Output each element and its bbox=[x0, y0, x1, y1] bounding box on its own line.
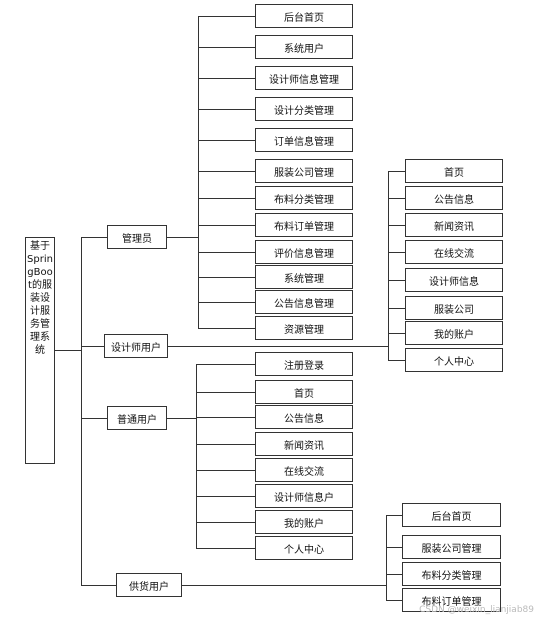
admin-item: 评价信息管理 bbox=[255, 240, 353, 264]
connector bbox=[388, 171, 405, 172]
user-item: 个人中心 bbox=[255, 536, 353, 560]
designer-item: 在线交流 bbox=[405, 240, 503, 264]
watermark: CSDN @weixin_lianjiab89 bbox=[419, 605, 534, 615]
connector bbox=[167, 418, 196, 419]
admin-item: 公告信息管理 bbox=[255, 290, 353, 314]
connector bbox=[386, 515, 402, 516]
admin-item: 系统用户 bbox=[255, 35, 353, 59]
supplier-item: 布料分类管理 bbox=[402, 562, 501, 586]
connector bbox=[386, 574, 402, 575]
connector bbox=[388, 198, 405, 199]
connector bbox=[196, 522, 255, 523]
connector bbox=[198, 225, 255, 226]
connector bbox=[386, 515, 387, 600]
connector bbox=[196, 364, 197, 548]
admin-item: 设计分类管理 bbox=[255, 97, 353, 121]
root-node: 基于SpringBoot的服装设计服务管理系统 bbox=[25, 237, 55, 464]
connector bbox=[198, 328, 255, 329]
user-item: 在线交流 bbox=[255, 458, 353, 482]
connector bbox=[168, 346, 388, 347]
connector bbox=[388, 280, 405, 281]
supplier-item: 服装公司管理 bbox=[402, 535, 501, 559]
connector bbox=[81, 585, 116, 586]
admin-item: 系统管理 bbox=[255, 265, 353, 289]
connector bbox=[198, 16, 255, 17]
connector bbox=[81, 237, 107, 238]
connector bbox=[55, 350, 81, 351]
connector bbox=[198, 109, 255, 110]
designer-item: 公告信息 bbox=[405, 186, 503, 210]
connector bbox=[388, 333, 405, 334]
connector bbox=[198, 302, 255, 303]
connector bbox=[388, 308, 405, 309]
connector bbox=[198, 277, 255, 278]
user-item: 公告信息 bbox=[255, 405, 353, 429]
connector bbox=[196, 364, 255, 365]
designer-item: 新闻资讯 bbox=[405, 213, 503, 237]
connector bbox=[198, 171, 255, 172]
connector bbox=[198, 252, 255, 253]
connector bbox=[196, 417, 255, 418]
connector bbox=[81, 346, 104, 347]
admin-item: 服装公司管理 bbox=[255, 159, 353, 183]
connector bbox=[198, 47, 255, 48]
role-designer: 设计师用户 bbox=[104, 334, 168, 358]
designer-item: 我的账户 bbox=[405, 321, 503, 345]
supplier-item: 后台首页 bbox=[402, 503, 501, 527]
admin-item: 布料分类管理 bbox=[255, 186, 353, 210]
connector bbox=[182, 585, 386, 586]
user-item: 注册登录 bbox=[255, 352, 353, 376]
connector bbox=[386, 600, 402, 601]
connector bbox=[388, 171, 389, 360]
admin-item: 后台首页 bbox=[255, 4, 353, 28]
admin-item: 布料订单管理 bbox=[255, 213, 353, 237]
connector bbox=[388, 252, 405, 253]
admin-item: 资源管理 bbox=[255, 316, 353, 340]
connector bbox=[198, 140, 255, 141]
designer-item: 设计师信息 bbox=[405, 268, 503, 292]
connector bbox=[198, 78, 255, 79]
admin-item: 设计师信息管理 bbox=[255, 66, 353, 90]
user-item: 我的账户 bbox=[255, 510, 353, 534]
user-item: 设计师信息户 bbox=[255, 484, 353, 508]
connector bbox=[196, 470, 255, 471]
designer-item: 首页 bbox=[405, 159, 503, 183]
role-admin: 管理员 bbox=[107, 225, 167, 249]
role-user: 普通用户 bbox=[107, 406, 167, 430]
designer-item: 个人中心 bbox=[405, 348, 503, 372]
connector bbox=[167, 237, 198, 238]
designer-item: 服装公司 bbox=[405, 296, 503, 320]
admin-item: 订单信息管理 bbox=[255, 128, 353, 152]
connector bbox=[198, 198, 255, 199]
connector bbox=[81, 237, 82, 585]
connector bbox=[196, 392, 255, 393]
supplier-item: 布料订单管理 bbox=[402, 588, 501, 612]
user-item: 首页 bbox=[255, 380, 353, 404]
connector bbox=[196, 548, 255, 549]
connector bbox=[196, 496, 255, 497]
role-supplier: 供货用户 bbox=[116, 573, 182, 597]
connector bbox=[388, 360, 405, 361]
user-item: 新闻资讯 bbox=[255, 432, 353, 456]
connector bbox=[388, 225, 405, 226]
connector bbox=[81, 418, 107, 419]
connector bbox=[196, 444, 255, 445]
connector bbox=[386, 547, 402, 548]
connector bbox=[198, 16, 199, 328]
